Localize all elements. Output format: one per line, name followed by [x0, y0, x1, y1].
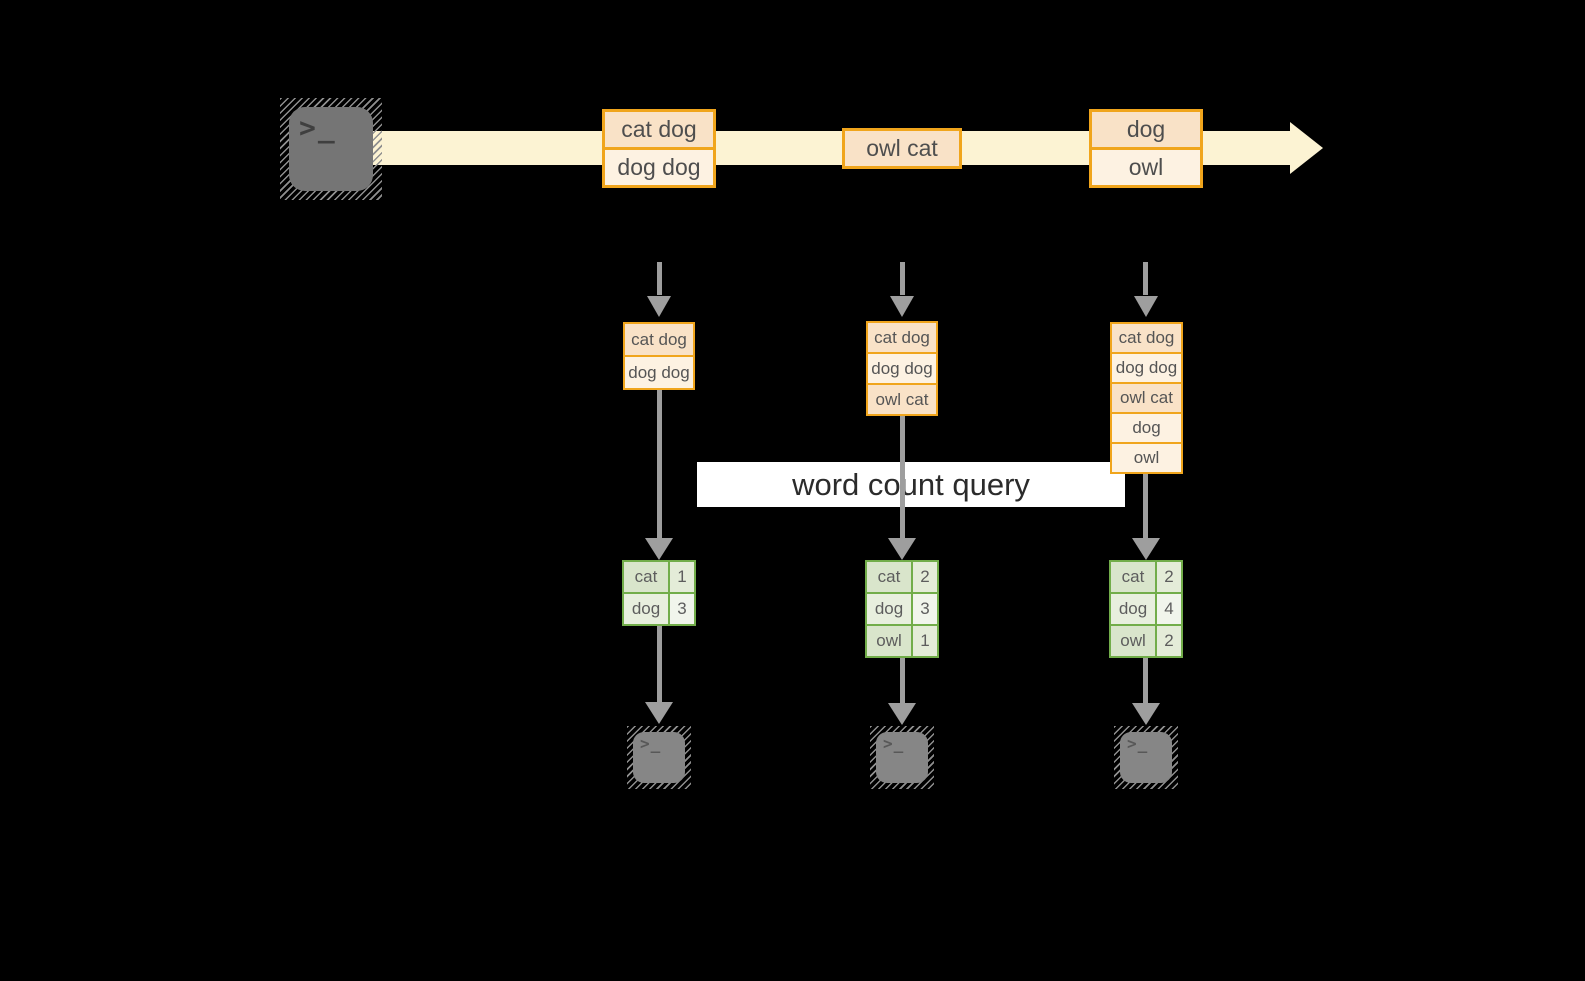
state-row: owl cat	[1112, 384, 1181, 412]
terminal-prompt-glyph: >_	[1127, 734, 1149, 753]
state-row: cat dog	[868, 323, 936, 352]
query-label: word count query	[792, 466, 1030, 502]
terminal-screen: >_	[633, 732, 685, 783]
stream-record-row: owl cat	[845, 131, 959, 166]
result-count-cell: 3	[913, 594, 937, 624]
state-row: cat dog	[1112, 324, 1181, 352]
result-count-cell: 1	[913, 626, 937, 656]
source-terminal-icon: >_	[280, 98, 382, 200]
stream-record-row: dog	[1092, 112, 1200, 147]
state-row: dog dog	[868, 354, 936, 383]
result-count-cell: 2	[913, 562, 937, 592]
sink-arrow-head-icon	[888, 703, 916, 725]
sink-terminal-icon: >_	[870, 726, 934, 789]
state-table-2: cat dog dog dog owl cat	[866, 321, 938, 416]
result-word-cell: cat	[624, 562, 668, 592]
terminal-prompt-glyph: >_	[640, 734, 662, 753]
stream-record-row: dog dog	[605, 150, 713, 185]
dashed-arrow-line	[657, 262, 662, 295]
query-label-band: word count query	[697, 462, 1125, 507]
state-row: owl	[1112, 444, 1181, 472]
result-word-cell: owl	[867, 626, 911, 656]
terminal-screen: >_	[876, 732, 928, 783]
sink-arrow-line	[657, 626, 662, 702]
stream-record-2: owl cat	[842, 128, 962, 169]
state-row: dog dog	[1112, 354, 1181, 382]
state-row: dog	[1112, 414, 1181, 442]
result-word-cell: cat	[1111, 562, 1155, 592]
terminal-screen: >_	[1120, 732, 1172, 783]
dashed-arrow-line	[900, 262, 905, 295]
state-table-1: cat dog dog dog	[623, 322, 695, 390]
query-arrow-line	[1143, 474, 1148, 538]
result-word-cell: dog	[867, 594, 911, 624]
stream-record-row: owl	[1092, 150, 1200, 185]
query-arrow-line	[657, 390, 662, 538]
result-count-cell: 3	[670, 594, 694, 624]
query-arrow-line	[900, 416, 905, 538]
dashed-arrow-head-icon	[890, 296, 914, 317]
stream-record-1: cat dog dog dog	[602, 109, 716, 188]
terminal-screen: >_	[289, 107, 373, 191]
sink-terminal-icon: >_	[1114, 726, 1178, 789]
sink-terminal-icon: >_	[627, 726, 691, 789]
dashed-arrow-head-icon	[1134, 296, 1158, 317]
terminal-prompt-glyph: >_	[299, 111, 337, 144]
result-table-3: cat 2 dog 4 owl 2	[1109, 560, 1183, 658]
state-row: cat dog	[625, 324, 693, 355]
result-word-cell: dog	[624, 594, 668, 624]
result-count-cell: 1	[670, 562, 694, 592]
result-word-cell: dog	[1111, 594, 1155, 624]
dashed-arrow-line	[1143, 262, 1148, 295]
query-arrow-head-icon	[888, 538, 916, 560]
sink-arrow-head-icon	[645, 702, 673, 724]
dashed-arrow-head-icon	[647, 296, 671, 317]
stream-record-row: cat dog	[605, 112, 713, 147]
query-arrow-head-icon	[645, 538, 673, 560]
result-table-1: cat 1 dog 3	[622, 560, 696, 626]
stream-arrowhead-icon	[1290, 122, 1323, 174]
state-table-3: cat dog dog dog owl cat dog owl	[1110, 322, 1183, 474]
sink-arrow-line	[900, 658, 905, 703]
query-arrow-head-icon	[1132, 538, 1160, 560]
result-count-cell: 4	[1157, 594, 1181, 624]
result-count-cell: 2	[1157, 562, 1181, 592]
result-count-cell: 2	[1157, 626, 1181, 656]
sink-arrow-head-icon	[1132, 703, 1160, 725]
result-table-2: cat 2 dog 3 owl 1	[865, 560, 939, 658]
stream-record-3: dog owl	[1089, 109, 1203, 188]
state-row: dog dog	[625, 357, 693, 388]
sink-arrow-line	[1143, 658, 1148, 703]
result-word-cell: owl	[1111, 626, 1155, 656]
state-row: owl cat	[868, 385, 936, 414]
terminal-prompt-glyph: >_	[883, 734, 905, 753]
result-word-cell: cat	[867, 562, 911, 592]
